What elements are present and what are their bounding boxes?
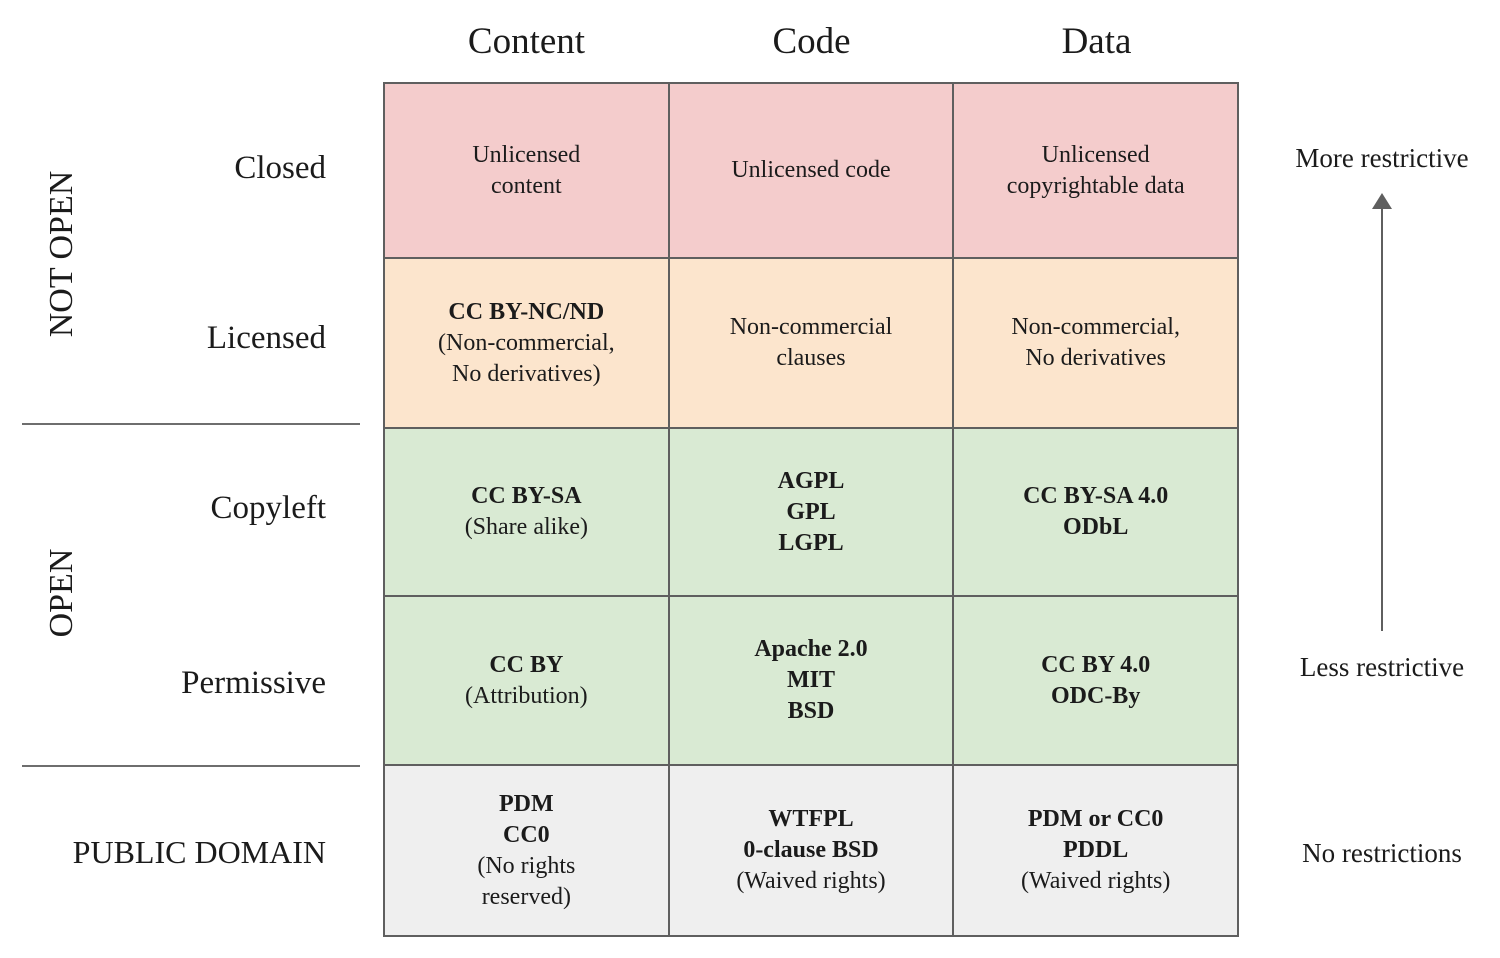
cell-text-line: No derivatives — [1025, 345, 1166, 371]
cell-text-line: Non-commercial, — [1011, 314, 1180, 340]
row-label-closed: Closed — [234, 150, 326, 186]
cell-text-line: Non-commercial — [729, 314, 893, 340]
restrictiveness-arrow-line — [1381, 207, 1383, 631]
cell-text-line: ODC-By — [1050, 682, 1141, 709]
group-label-open: OPEN — [43, 548, 80, 638]
cell-text-line: PDM — [499, 790, 554, 817]
cell-text-line: No derivatives) — [452, 360, 601, 387]
scale-label-no-restrictions: No restrictions — [1302, 838, 1462, 868]
row-label-copyleft: Copyleft — [210, 490, 326, 526]
cell-text-line: BSD — [787, 698, 835, 724]
column-header-code: Code — [772, 21, 851, 62]
cell-licensed-content: CC BY-NC/ND (Non-commercial, No derivati… — [385, 259, 668, 427]
cell-text-line: CC BY-NC/ND — [448, 298, 605, 325]
cell-text-line: Unlicensed — [1041, 141, 1150, 168]
cell-closed-data: Unlicensed copyrightable data — [954, 84, 1237, 257]
cell-licensed-code: Non-commercial clauses — [669, 259, 953, 427]
cell-text-line: (Non-commercial, — [438, 329, 615, 356]
cell-text-line: Apache 2.0 — [754, 636, 868, 662]
scale-label-more-restrictive: More restrictive — [1295, 143, 1469, 173]
row-label-licensed: Licensed — [206, 320, 326, 356]
group-divider-line — [22, 423, 360, 425]
cell-text-line: content — [491, 172, 562, 199]
cell-permissive-code: Apache 2.0 MIT BSD — [669, 597, 953, 764]
cell-public-domain-code: WTFPL 0-clause BSD (Waived rights) — [669, 766, 953, 935]
scale-label-less-restrictive: Less restrictive — [1299, 652, 1465, 682]
cell-copyleft-code: AGPL GPL LGPL — [669, 429, 953, 595]
cell-text-line: CC BY 4.0 — [1041, 651, 1151, 678]
cell-text-line: Unlicensed code — [731, 157, 891, 183]
row-label-public-domain: PUBLIC DOMAIN — [72, 834, 326, 870]
cell-licensed-data: Non-commercial, No derivatives — [954, 259, 1237, 427]
cell-text-line: clauses — [776, 345, 846, 371]
cell-text-line: PDM or CC0 — [1027, 806, 1164, 832]
cell-permissive-data: CC BY 4.0 ODC-By — [954, 597, 1237, 764]
cell-text-line: MIT — [786, 667, 835, 693]
cell-public-domain-data: PDM or CC0 PDDL (Waived rights) — [954, 766, 1237, 935]
cell-text-line: GPL — [786, 498, 836, 525]
cell-text-line: reserved) — [481, 883, 571, 910]
cell-copyleft-content: CC BY-SA (Share alike) — [385, 429, 668, 595]
group-divider-line — [22, 765, 360, 767]
cell-text-line: (Waived rights) — [1020, 868, 1171, 894]
cell-text-line: WTFPL — [768, 806, 854, 832]
cell-copyleft-data: CC BY-SA 4.0 ODbL — [954, 429, 1237, 595]
cell-text-line: (Attribution) — [465, 682, 588, 709]
cell-text-line: AGPL — [777, 467, 845, 494]
cell-closed-code: Unlicensed code — [669, 84, 953, 257]
group-label-not-open: NOT OPEN — [43, 170, 80, 338]
cell-text-line: (No rights — [477, 852, 576, 879]
row-label-permissive: Permissive — [181, 665, 326, 701]
cell-text-line: CC BY — [489, 651, 564, 678]
column-header-data: Data — [1061, 21, 1132, 62]
cell-text-line: (Waived rights) — [736, 868, 886, 894]
arrow-up-icon — [1372, 193, 1392, 209]
cell-public-domain-content: PDM CC0 (No rights reserved) — [385, 766, 668, 935]
cell-text-line: LGPL — [778, 529, 844, 556]
license-matrix-grid: Unlicensed content Unlicensed code Unlic… — [383, 82, 1239, 937]
cell-text-line: Unlicensed — [472, 141, 581, 168]
column-header-content: Content — [467, 21, 586, 62]
cell-text-line: (Share alike) — [464, 514, 588, 540]
cell-text-line: CC0 — [502, 821, 550, 848]
cell-closed-content: Unlicensed content — [385, 84, 668, 257]
cell-text-line: CC BY-SA 4.0 — [1023, 483, 1169, 509]
cell-text-line: 0-clause BSD — [743, 837, 879, 863]
cell-text-line: copyrightable data — [1006, 172, 1185, 199]
cell-text-line: ODbL — [1062, 514, 1129, 540]
cell-text-line: PDDL — [1062, 837, 1129, 863]
cell-permissive-content: CC BY (Attribution) — [385, 597, 668, 764]
cell-text-line: CC BY-SA — [471, 483, 582, 509]
